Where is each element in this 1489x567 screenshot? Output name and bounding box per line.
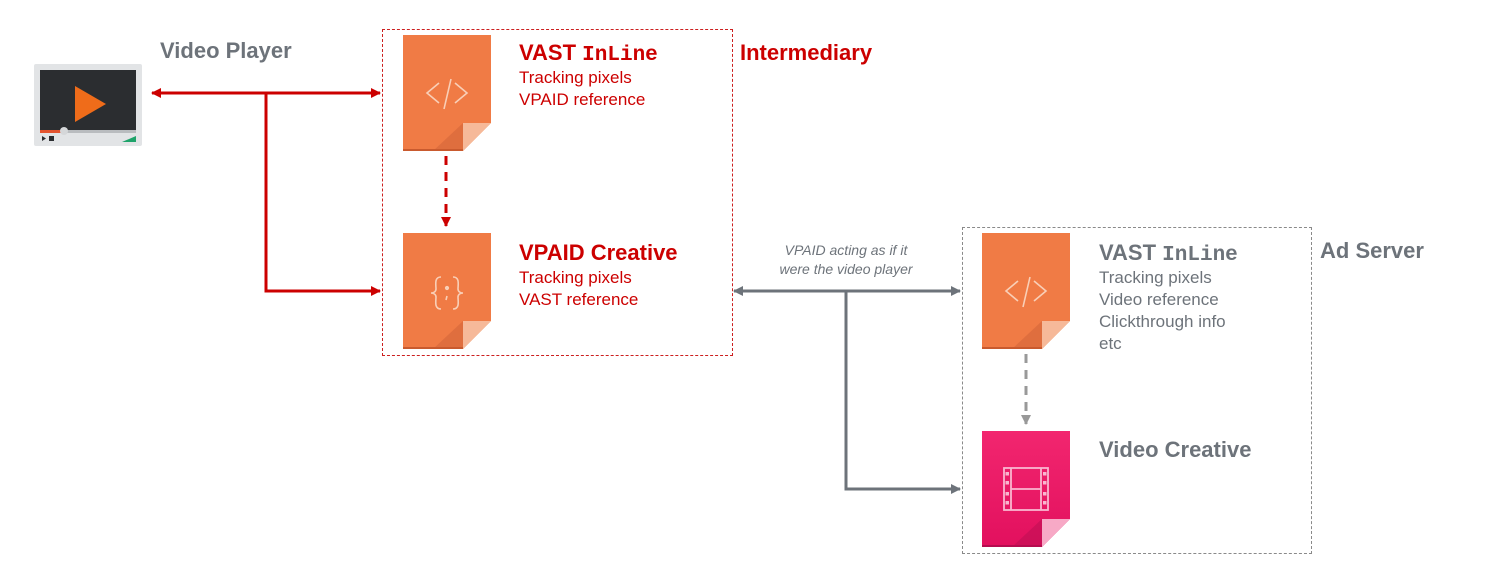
detail-line: etc (1099, 334, 1122, 353)
detail-line: VPAID reference (519, 90, 646, 109)
ad-server-label: Ad Server (1320, 238, 1424, 263)
detail-line: VAST reference (519, 290, 639, 309)
connector-note-line: VPAID acting as if it (784, 242, 908, 258)
intermediary-vast-title: VAST InLine (519, 40, 658, 69)
vast-title-code: InLine (582, 44, 658, 67)
video-creative-document-icon (982, 431, 1070, 547)
adserver-vast-details: Tracking pixels Video reference Clickthr… (1099, 267, 1226, 355)
code-icon (1004, 276, 1048, 308)
vpaid-to-video-creative-arrow (844, 291, 961, 494)
ad-server-region (962, 227, 1312, 554)
intermediary-vast-document-icon (403, 35, 491, 151)
intermediary-vast-details: Tracking pixels VPAID reference (519, 67, 645, 111)
vast-title-prefix: VAST (1099, 240, 1157, 265)
video-player-label: Video Player (160, 38, 292, 63)
video-player-icon (34, 64, 142, 146)
detail-line: Video reference (1099, 290, 1219, 309)
vast-title-code: InLine (1162, 244, 1238, 267)
intermediary-label: Intermediary (740, 40, 873, 65)
detail-line: Tracking pixels (1099, 268, 1212, 287)
detail-line: Tracking pixels (519, 268, 632, 287)
vpaid-creative-title: VPAID Creative (519, 240, 678, 265)
vast-title-prefix: VAST (519, 40, 577, 65)
detail-line: Tracking pixels (519, 68, 632, 87)
connector-note-line: were the video player (779, 261, 913, 277)
adserver-vast-document-icon (982, 233, 1070, 349)
vpaid-creative-document-icon (403, 233, 491, 349)
connector-note: VPAID acting as if it were the video pla… (746, 241, 946, 279)
code-icon (425, 78, 469, 110)
player-to-vpaid-arrow (264, 93, 381, 296)
adserver-vast-title: VAST InLine (1099, 240, 1238, 269)
film-icon (1003, 467, 1049, 511)
intermediary-region (382, 29, 733, 356)
detail-line: Clickthrough info (1099, 312, 1226, 331)
braces-icon (430, 276, 464, 310)
video-creative-title: Video Creative (1099, 437, 1252, 462)
vpaid-creative-details: Tracking pixels VAST reference (519, 267, 638, 311)
